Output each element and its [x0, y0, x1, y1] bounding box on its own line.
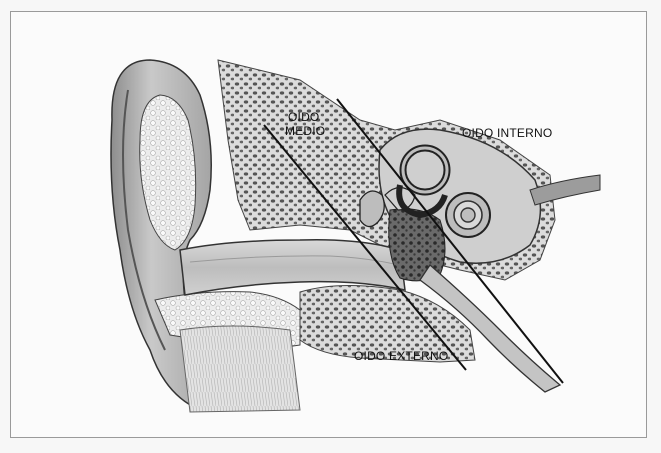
label-middle-ear-line2: MEDIO: [285, 124, 325, 138]
fibrous-tissue: [180, 326, 300, 412]
label-middle-ear-line1: OIDO: [288, 110, 319, 124]
label-outer-ear: OIDO EXTERNO: [354, 349, 448, 363]
cochlea: [446, 193, 490, 237]
label-inner-ear: OIDO INTERNO: [462, 126, 552, 140]
